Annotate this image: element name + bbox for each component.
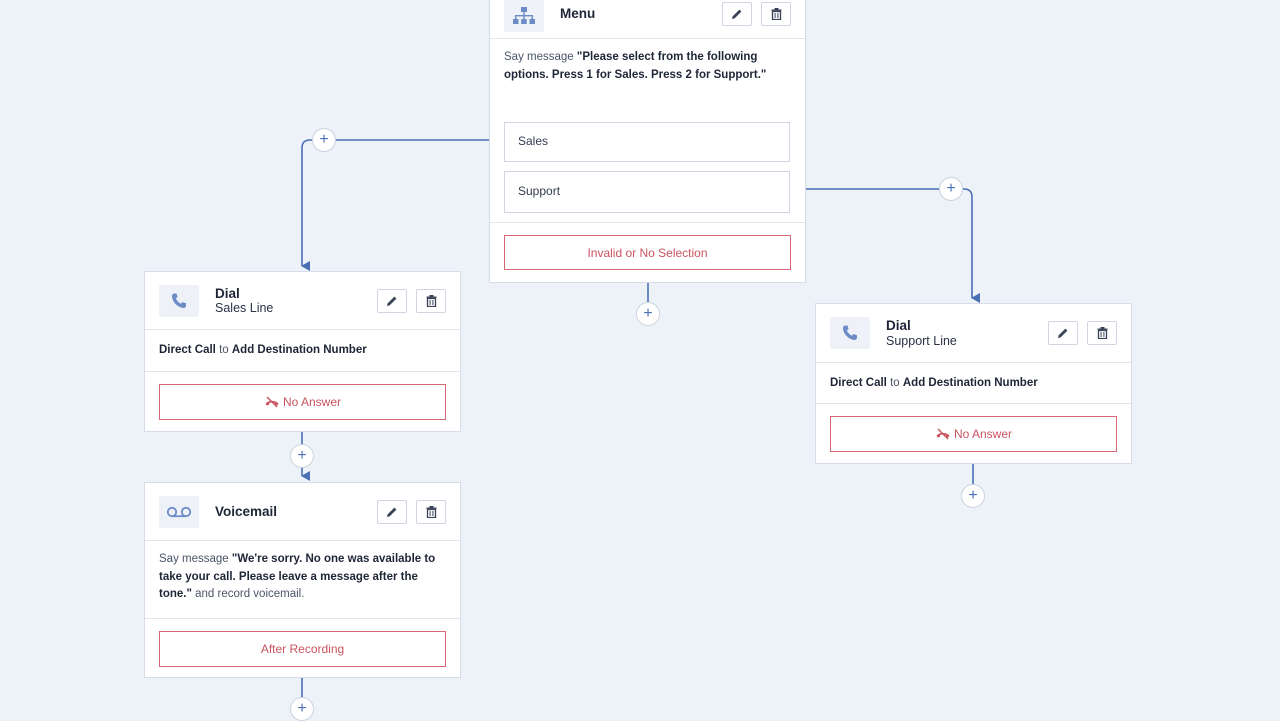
dial-support-header: Dial Support Line [816, 304, 1131, 363]
add-node-button-sales-no-answer[interactable]: + [290, 444, 314, 468]
voicemail-footer: After Recording [145, 619, 460, 679]
dial-support-footer: No Answer [816, 404, 1131, 464]
menu-option-support[interactable]: Support [504, 171, 790, 213]
trash-icon [771, 8, 781, 20]
dial-support-subtitle: Support Line [886, 333, 957, 348]
missed-call-icon [265, 396, 279, 408]
menu-message: Say message "Please select from the foll… [490, 39, 805, 223]
dial-support-delete-button[interactable] [1087, 321, 1117, 345]
dial-sales-footer: No Answer [145, 372, 460, 432]
menu-card: Menu Say message "Please select from the… [489, 0, 806, 283]
pencil-icon [387, 507, 397, 517]
menu-card-header: Menu [490, 0, 805, 39]
menu-delete-button[interactable] [761, 2, 791, 26]
connector-sales [301, 139, 504, 271]
dial-sales-subtitle: Sales Line [215, 301, 274, 316]
add-node-button-support-no-answer[interactable]: + [961, 484, 985, 508]
add-node-button-sales[interactable]: + [312, 128, 336, 152]
trash-icon [1097, 327, 1107, 339]
dial-sales-title: Dial [215, 285, 240, 301]
dial-sales-card: Dial Sales Line Direct Call to Add Desti… [144, 271, 461, 432]
voicemail-header: Voicemail [145, 483, 460, 541]
dial-sales-description: Direct Call to Add Destination Number [145, 330, 460, 372]
voicemail-edit-button[interactable] [377, 499, 407, 524]
phone-icon [830, 317, 870, 349]
missed-call-icon [936, 428, 950, 440]
voicemail-icon [159, 495, 199, 528]
dial-sales-edit-button[interactable] [377, 288, 407, 313]
pencil-icon [387, 296, 397, 306]
voicemail-message-text: "We're sorry. No one was available to ta… [159, 553, 436, 600]
menu-edit-button[interactable] [722, 2, 752, 26]
pencil-icon [1058, 328, 1068, 338]
dial-support-destination[interactable]: Add Destination Number [902, 377, 1038, 389]
voicemail-title: Voicemail [215, 503, 278, 519]
add-node-button-voicemail-after[interactable]: + [290, 697, 314, 721]
menu-footer: Invalid or No Selection [490, 223, 805, 282]
invalid-selection-button[interactable]: Invalid or No Selection [504, 235, 791, 270]
voicemail-delete-button[interactable] [416, 499, 446, 524]
dial-support-title: Dial [886, 318, 911, 334]
pencil-icon [732, 9, 742, 19]
connector-support [790, 188, 980, 303]
dial-sales-header: Dial Sales Line [145, 272, 460, 330]
voicemail-card: Voicemail Say message "We're sorry. No o… [144, 482, 461, 678]
trash-icon [426, 294, 436, 307]
dial-support-edit-button[interactable] [1048, 321, 1078, 345]
dial-sales-delete-button[interactable] [416, 288, 446, 313]
menu-message-text: "Please select from the following option… [504, 51, 767, 81]
dial-sales-no-answer-button[interactable]: No Answer [159, 384, 446, 420]
after-recording-button[interactable]: After Recording [159, 631, 446, 667]
dial-support-no-answer-button[interactable]: No Answer [830, 416, 1117, 452]
phone-icon [159, 284, 199, 317]
dial-sales-destination[interactable]: Add Destination Number [231, 344, 367, 356]
dial-support-card: Dial Support Line Direct Call to Add Des… [815, 303, 1132, 464]
menu-option-sales[interactable]: Sales [504, 122, 790, 162]
sitemap-icon [504, 0, 544, 32]
dial-support-description: Direct Call to Add Destination Number [816, 363, 1131, 404]
add-node-button-support[interactable]: + [939, 177, 963, 201]
voicemail-message: Say message "We're sorry. No one was ava… [145, 541, 460, 619]
add-node-button-menu-invalid[interactable]: + [636, 302, 660, 326]
menu-title: Menu [560, 6, 596, 22]
trash-icon [426, 505, 436, 518]
